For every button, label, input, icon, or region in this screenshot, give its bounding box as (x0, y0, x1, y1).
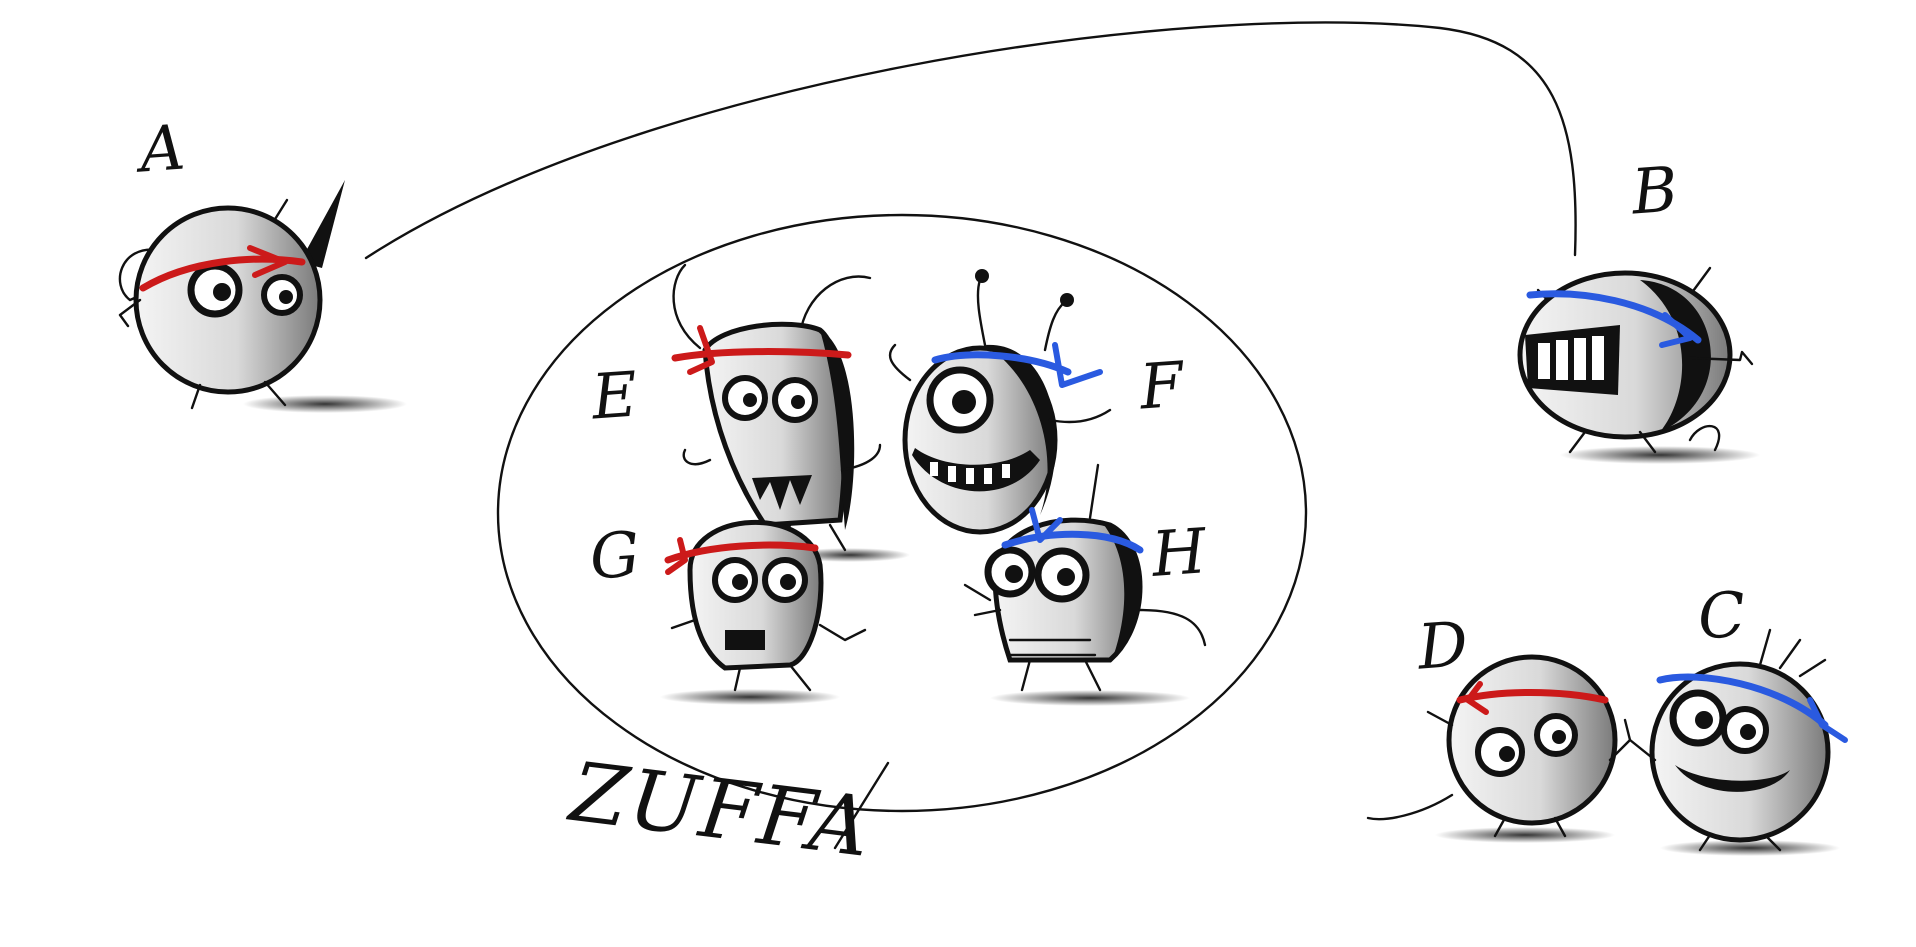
antenna (976, 278, 1067, 352)
teeth (1538, 336, 1604, 380)
label-e: E (589, 357, 640, 434)
headband-tie (687, 325, 715, 375)
teeth (930, 462, 1010, 484)
creature-a (118, 180, 407, 413)
creature-f (888, 269, 1112, 535)
pupil (213, 283, 231, 301)
headband-tie (247, 245, 288, 278)
label-b: B (1629, 152, 1681, 229)
tail (1366, 793, 1454, 821)
headband-tie (1052, 342, 1103, 388)
horn (672, 263, 702, 350)
mouth (752, 475, 812, 510)
shell (985, 344, 1056, 515)
pupil (1695, 711, 1713, 729)
label-c: C (1695, 577, 1748, 654)
legs (1020, 658, 1102, 692)
label-a: A (137, 110, 188, 187)
arm (682, 443, 882, 472)
pupil (732, 574, 748, 590)
shadow (1435, 827, 1615, 843)
stripes (1006, 638, 1097, 657)
label-h: H (1149, 514, 1209, 591)
label-g: G (587, 517, 642, 594)
legs (1568, 425, 1721, 454)
creature-b (1517, 266, 1760, 464)
shadow (1560, 446, 1760, 464)
arm (118, 298, 142, 328)
antenna-tip (1060, 293, 1074, 307)
creature-d (1366, 654, 1632, 843)
creature-e (671, 263, 910, 562)
legs (1698, 833, 1782, 852)
legs (190, 380, 287, 410)
mouth (1675, 765, 1790, 792)
headband-tie (1659, 312, 1693, 348)
shadow (990, 690, 1190, 706)
horn (300, 180, 345, 268)
arm (1628, 738, 1657, 762)
shadow (660, 689, 840, 705)
pupil (1005, 565, 1023, 583)
headband-tie (665, 537, 688, 575)
horn (1088, 463, 1100, 520)
headband-blue (931, 351, 1072, 376)
pupil (952, 390, 976, 414)
headband-blue (1656, 673, 1829, 729)
arm (963, 583, 1002, 617)
body (1446, 654, 1618, 826)
pupil (780, 574, 796, 590)
mouth (912, 448, 1040, 492)
mouth (725, 630, 765, 650)
arm (888, 343, 1112, 424)
headband-red (671, 348, 852, 362)
antenna-tip (975, 269, 989, 283)
headband-tie (1029, 507, 1063, 543)
pupil (1740, 724, 1756, 740)
tail (1688, 350, 1754, 366)
label-f: F (1137, 347, 1186, 424)
pupil (1057, 568, 1075, 586)
headband-blue (1001, 530, 1144, 554)
legs (733, 663, 812, 692)
creature-h (963, 463, 1207, 706)
shadow (243, 395, 407, 413)
headband-tie (1807, 697, 1848, 743)
spikes (1758, 628, 1827, 678)
shadow (1660, 840, 1840, 856)
legs (1493, 816, 1567, 838)
headband-red (1456, 689, 1609, 704)
tail (1138, 608, 1207, 647)
creature-c (1628, 628, 1848, 856)
label-d: D (1415, 607, 1471, 684)
horn (798, 275, 872, 337)
headband-tie (1465, 681, 1489, 715)
shell (1100, 520, 1142, 660)
pupil (279, 290, 293, 304)
pupil (743, 393, 757, 407)
pupil (1552, 730, 1566, 744)
group-ellipse (496, 213, 1308, 813)
cape (820, 330, 855, 530)
arm (670, 618, 867, 642)
creature-g (660, 520, 867, 705)
pupil (1499, 746, 1515, 762)
connector-line-a-b (364, 21, 1577, 260)
shell (1640, 280, 1711, 432)
group-pointer-line (833, 761, 890, 850)
ear (118, 248, 160, 302)
pupil (791, 395, 805, 409)
